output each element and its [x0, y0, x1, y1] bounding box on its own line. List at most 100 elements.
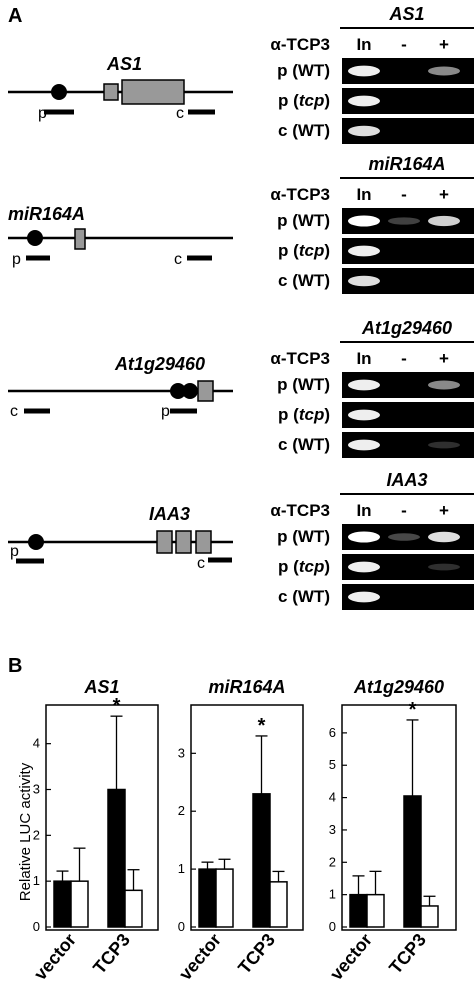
binding-site-dot [51, 84, 67, 100]
antibody-label: α-TCP3 [270, 349, 330, 368]
bar [70, 880, 89, 928]
exon-box [156, 530, 173, 554]
gel-band [348, 65, 380, 77]
binding-site-dot [170, 383, 186, 399]
lane-label: + [439, 185, 449, 204]
row-label: p (tcp) [278, 241, 330, 260]
control-label: c [174, 251, 182, 268]
bar [269, 881, 288, 928]
bar [215, 868, 234, 928]
significance-star: * [409, 699, 417, 721]
y-tick-label: 0 [178, 919, 185, 934]
y-tick-label: 3 [33, 782, 40, 797]
y-tick-label: 5 [329, 757, 336, 772]
y-tick-label: 3 [178, 745, 185, 760]
binding-site-dot [28, 534, 44, 550]
gel-band [428, 531, 460, 543]
row-label: p (WT) [277, 61, 330, 80]
antibody-label: α-TCP3 [270, 501, 330, 520]
gel-band [348, 379, 380, 391]
antibody-label: α-TCP3 [270, 35, 330, 54]
row-label: c (WT) [278, 587, 330, 606]
y-tick-label: 1 [178, 861, 185, 876]
bar [198, 868, 217, 928]
lane-label: - [401, 185, 407, 204]
bar [349, 893, 368, 928]
lane-label: + [439, 501, 449, 520]
gene-diagram-at1g29460: At1g29460 p c [8, 354, 233, 420]
exon-box [175, 530, 192, 554]
chart-frame [45, 704, 159, 931]
chart-title: At1g29460 [353, 677, 444, 697]
chart-frame [341, 704, 457, 931]
gene-name: IAA3 [149, 504, 190, 524]
significance-star: * [258, 715, 266, 737]
gel-band [348, 531, 380, 543]
bar [53, 880, 72, 928]
lane-label: In [356, 501, 371, 520]
gel-gene-title: miR164A [368, 154, 445, 174]
y-tick-label: 6 [329, 725, 336, 740]
y-axis-label: Relative LUC activity [17, 762, 34, 901]
binding-site-dot [27, 230, 43, 246]
gene-diagram-iaa3: IAA3 p c [8, 504, 233, 572]
y-tick-label: 4 [329, 790, 336, 805]
bar [366, 893, 385, 928]
promoter-label: p [38, 105, 47, 122]
gel-band [428, 563, 460, 571]
gel-band [348, 275, 380, 287]
gel-band [388, 217, 420, 225]
exon-box [74, 228, 86, 250]
y-tick-label: 1 [329, 887, 336, 902]
x-tick-label: TCP3 [234, 930, 279, 978]
gel-band [428, 380, 460, 390]
control-label: c [197, 555, 205, 572]
gel-band [348, 439, 380, 451]
gel-band [348, 591, 380, 603]
gel-band [428, 215, 460, 227]
gel-band [348, 215, 380, 227]
lane-label: - [401, 35, 407, 54]
gel-band [348, 95, 380, 107]
gene-name: At1g29460 [114, 354, 205, 374]
gel-band [348, 245, 380, 257]
row-label: c (WT) [278, 435, 330, 454]
promoter-label: p [10, 543, 19, 560]
lane-label: - [401, 501, 407, 520]
row-label: p (tcp) [278, 91, 330, 110]
x-tick-label: TCP3 [385, 930, 430, 978]
antibody-label: α-TCP3 [270, 185, 330, 204]
gel-band [388, 533, 420, 541]
gel-band [348, 125, 380, 137]
x-tick-label: vector [30, 930, 80, 984]
row-label: c (WT) [278, 271, 330, 290]
binding-site-dot [182, 383, 198, 399]
lane-label: - [401, 349, 407, 368]
x-tick-label: vector [326, 930, 376, 984]
gel-band [428, 441, 460, 449]
gel-gene-title: AS1 [388, 4, 424, 24]
gel-gene-title: IAA3 [386, 470, 427, 490]
control-label: c [10, 403, 18, 420]
promoter-label: p [161, 403, 170, 420]
lane-label: In [356, 35, 371, 54]
y-tick-label: 4 [33, 736, 40, 751]
gel-band [428, 66, 460, 76]
row-label: p (WT) [277, 375, 330, 394]
gel-band [348, 409, 380, 421]
row-label: c (WT) [278, 121, 330, 140]
x-tick-label: vector [175, 930, 225, 984]
gene-name: AS1 [106, 54, 142, 74]
exon-box [103, 83, 119, 101]
y-tick-label: 2 [33, 827, 40, 842]
gene-name: miR164A [8, 204, 85, 224]
